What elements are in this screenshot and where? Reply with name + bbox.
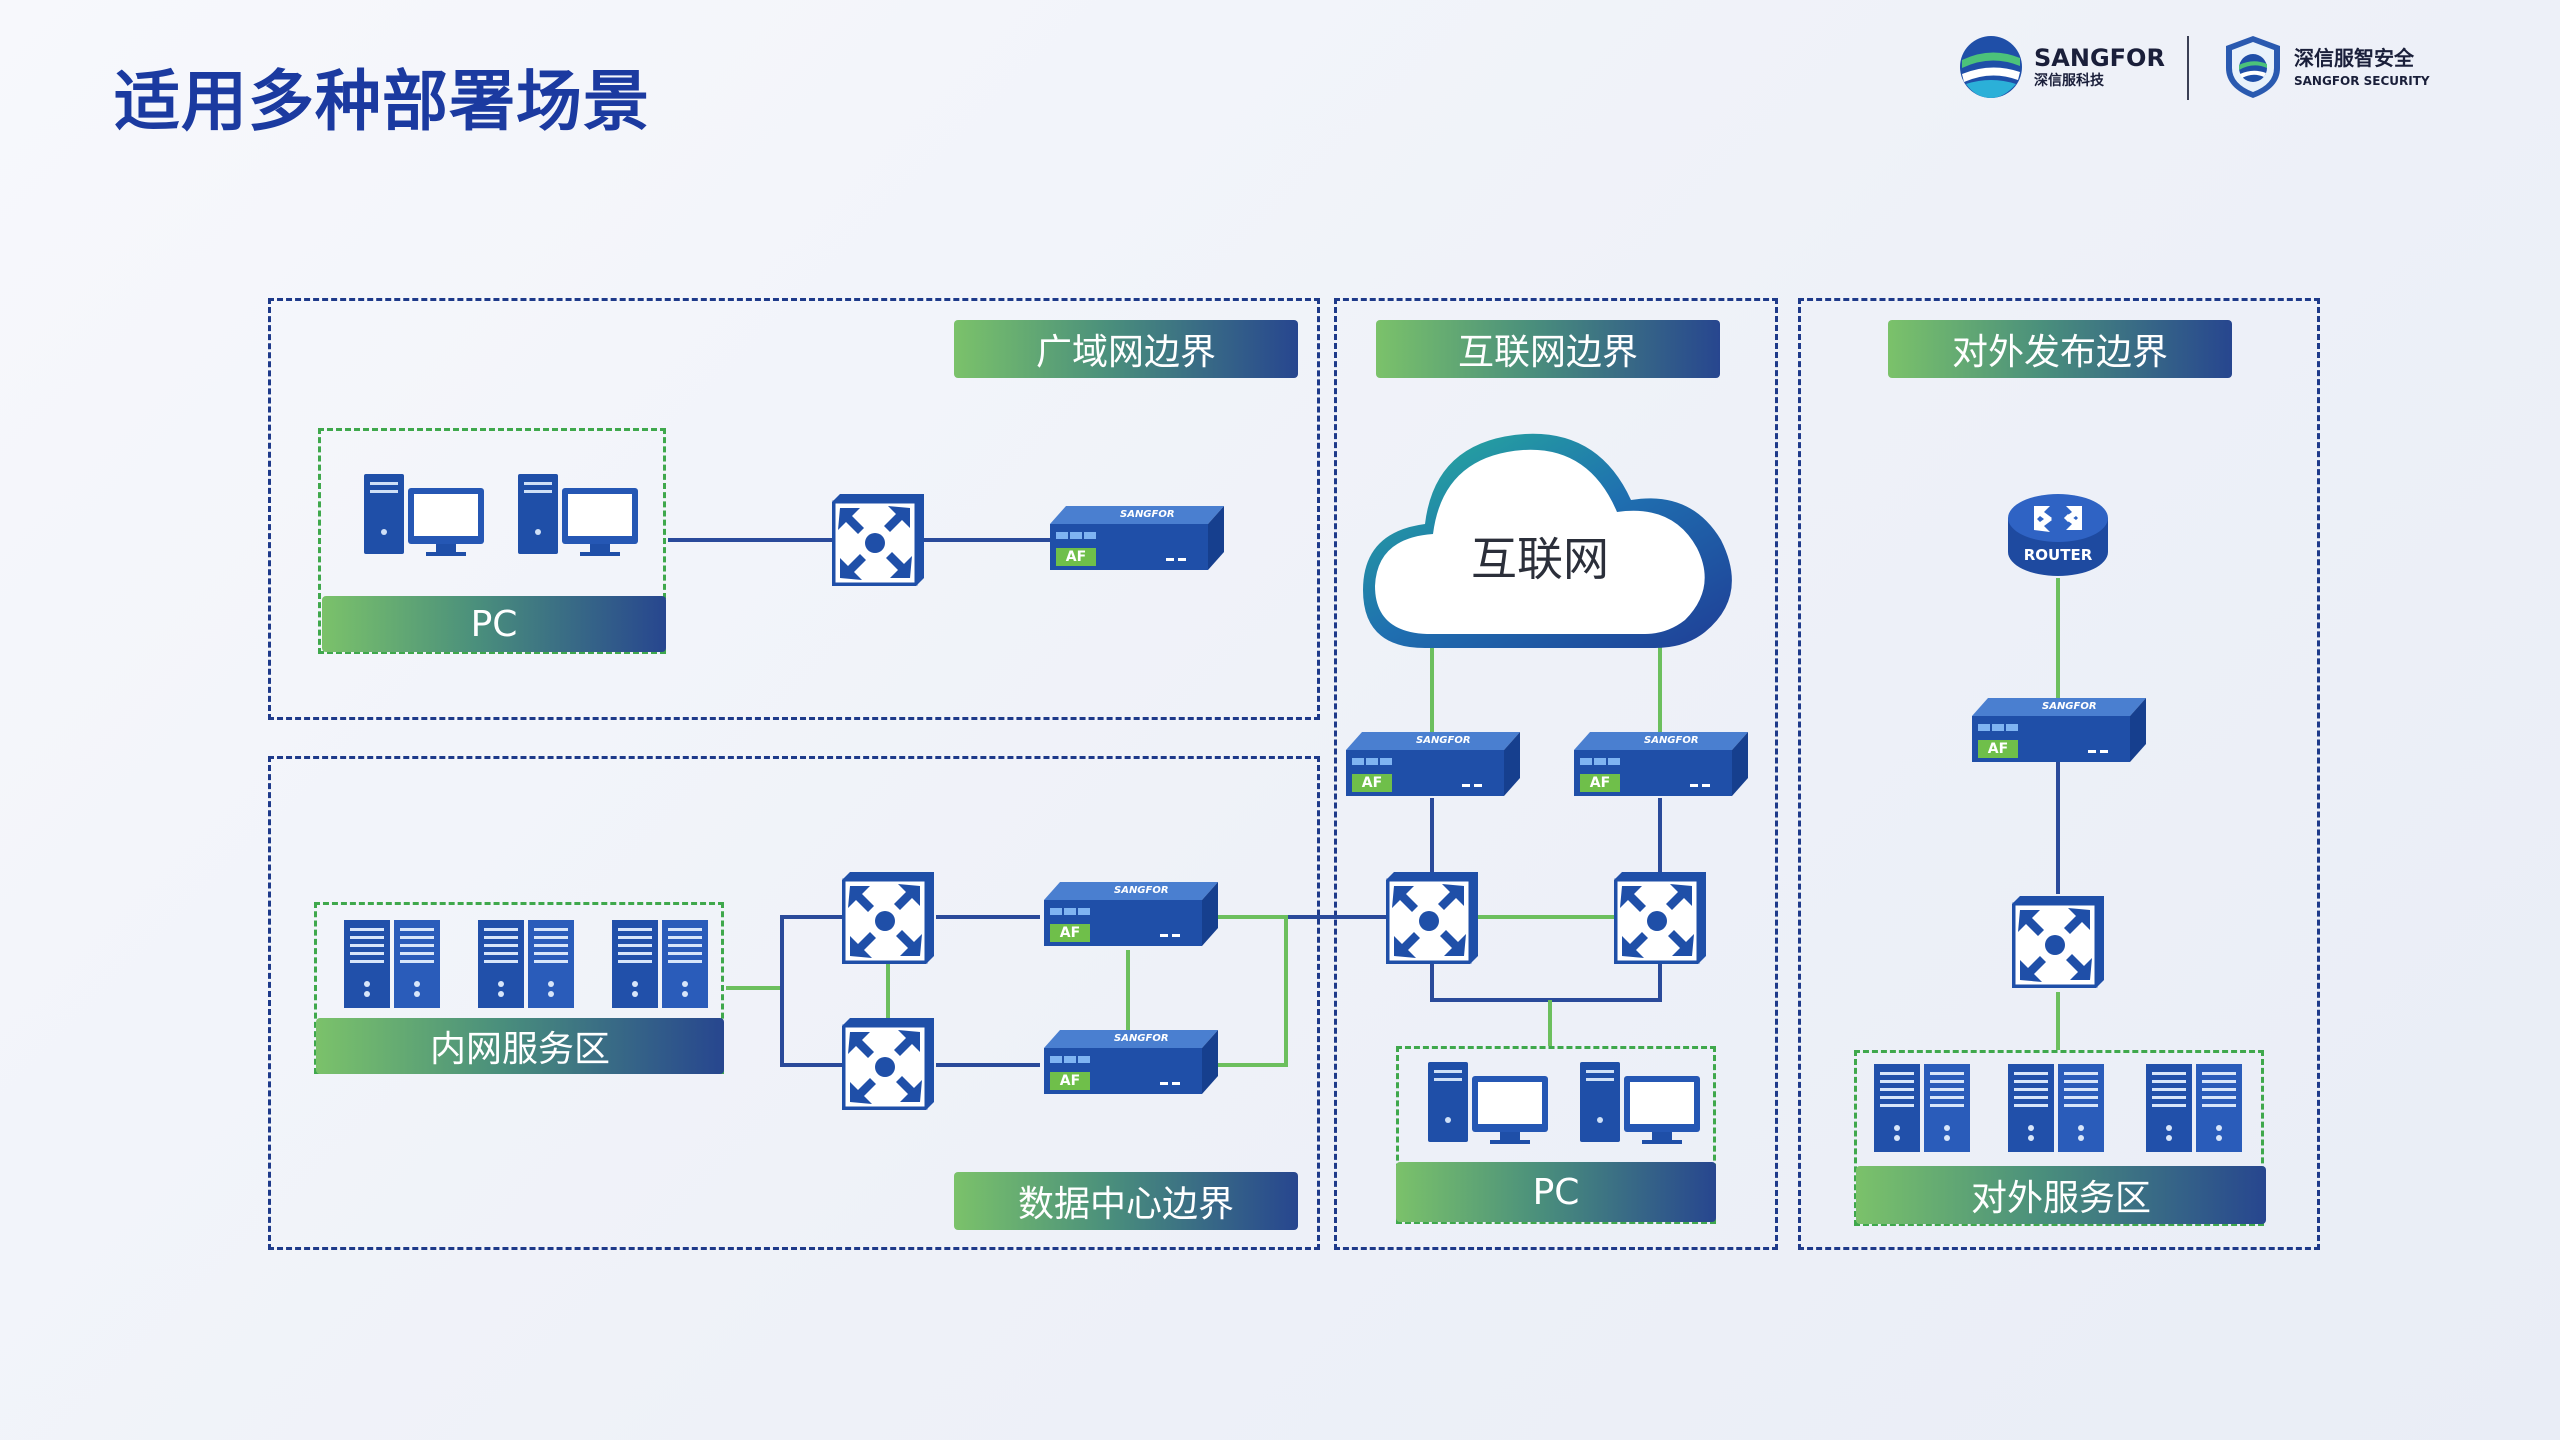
sangfor-logo-name: SANGFOR: [2034, 44, 2165, 72]
security-logo-name: 深信服智安全: [2294, 46, 2414, 70]
server-rack-icon: [2008, 1064, 2104, 1152]
zone-label-internet: 互联网边界: [1376, 320, 1720, 378]
server-rack-icon: [612, 920, 708, 1008]
firewall-brand-label: SANGFOR: [1114, 885, 1169, 896]
server-rack-icon: [1874, 1064, 1970, 1152]
router-icon: [2008, 494, 2108, 576]
firewall-brand-label: SANGFOR: [2042, 701, 2097, 712]
firewall-brand-label: SANGFOR: [1644, 735, 1699, 746]
firewall-icon: [1346, 732, 1520, 796]
internet-cloud-label: 互联网: [1471, 532, 1609, 586]
pc-icon: [1428, 1062, 1548, 1144]
router: ROUTER: [2004, 490, 2112, 580]
firewall-af: SANGFOR AF: [1342, 730, 1522, 800]
zone-publish-border: [1798, 298, 2320, 1250]
zone-label-datacenter: 数据中心边界: [954, 1172, 1298, 1230]
zone-wan-border: [268, 298, 1320, 720]
zone-datacenter-border: [268, 756, 1320, 1250]
group-internet-pc: [1396, 1046, 1716, 1224]
firewall-af-tag: AF: [1987, 741, 2009, 757]
zone-internet-border: [1334, 298, 1778, 1250]
firewall-af-tag: AF: [1065, 549, 1087, 565]
firewall-af-tag: AF: [1361, 775, 1383, 791]
router-label: ROUTER: [2023, 546, 2093, 564]
group-label-internal-servers: 内网服务区: [316, 1018, 724, 1074]
sangfor-globe-icon: [1960, 36, 2022, 98]
network-switch-icon: [2012, 896, 2104, 988]
firewall-af: SANGFOR AF: [1040, 1028, 1220, 1098]
security-shield-icon: [2226, 36, 2280, 98]
group-label-wan-pc: PC: [322, 596, 666, 652]
server-rack-icon: [344, 920, 440, 1008]
network-switch-icon: [832, 494, 924, 586]
firewall-brand-label: SANGFOR: [1114, 1033, 1169, 1044]
firewall-af-tag: AF: [1059, 1073, 1081, 1089]
security-logo-sub: SANGFOR SECURITY: [2294, 74, 2430, 88]
firewall-icon: [1044, 882, 1218, 946]
firewall-af-tag: AF: [1589, 775, 1611, 791]
firewall-icon: [1044, 1030, 1218, 1094]
network-switch-icon: [842, 872, 934, 964]
server-rack-icon: [2146, 1064, 2242, 1152]
pc-icon: [1580, 1062, 1700, 1144]
zone-label-publish: 对外发布边界: [1888, 320, 2232, 378]
link-dcaf1-out: [1212, 915, 1288, 1067]
sangfor-logo: SANGFOR 深信服科技: [1958, 34, 2165, 100]
pc-icon: [364, 474, 484, 556]
logo-divider: [2187, 36, 2189, 100]
firewall-icon: [1574, 732, 1748, 796]
firewall-af-tag: AF: [1059, 925, 1081, 941]
firewall-af: SANGFOR AF: [1040, 880, 1220, 950]
pc-icon: [518, 474, 638, 556]
group-external-servers: [1854, 1050, 2264, 1226]
group-label-internet-pc: PC: [1396, 1162, 1716, 1222]
group-label-external-servers: 对外服务区: [1856, 1166, 2266, 1224]
sangfor-logo-sub: 深信服科技: [2034, 73, 2104, 89]
network-switch-icon: [842, 1018, 934, 1110]
firewall-icon: [1050, 506, 1224, 570]
sangfor-security-logo: 深信服智安全 SANGFOR SECURITY: [2222, 34, 2430, 100]
firewall-af: SANGFOR AF: [1968, 696, 2148, 766]
internet-cloud-icon: [1363, 433, 1732, 648]
firewall-af: SANGFOR AF: [1046, 504, 1226, 574]
firewall-brand-label: SANGFOR: [1416, 735, 1471, 746]
link-trunk-switches: [780, 915, 842, 1067]
firewall-af: SANGFOR AF: [1570, 730, 1750, 800]
page-title: 适用多种部署场景: [114, 63, 650, 140]
network-switch-icon: [1386, 872, 1478, 964]
link-sw-bus-pc: [1430, 962, 1662, 1002]
firewall-brand-label: SANGFOR: [1120, 509, 1175, 520]
zone-label-wan: 广域网边界: [954, 320, 1298, 378]
network-switch-icon: [1614, 872, 1706, 964]
group-wan-pc: [318, 428, 666, 654]
server-rack-icon: [478, 920, 574, 1008]
firewall-icon: [1972, 698, 2146, 762]
